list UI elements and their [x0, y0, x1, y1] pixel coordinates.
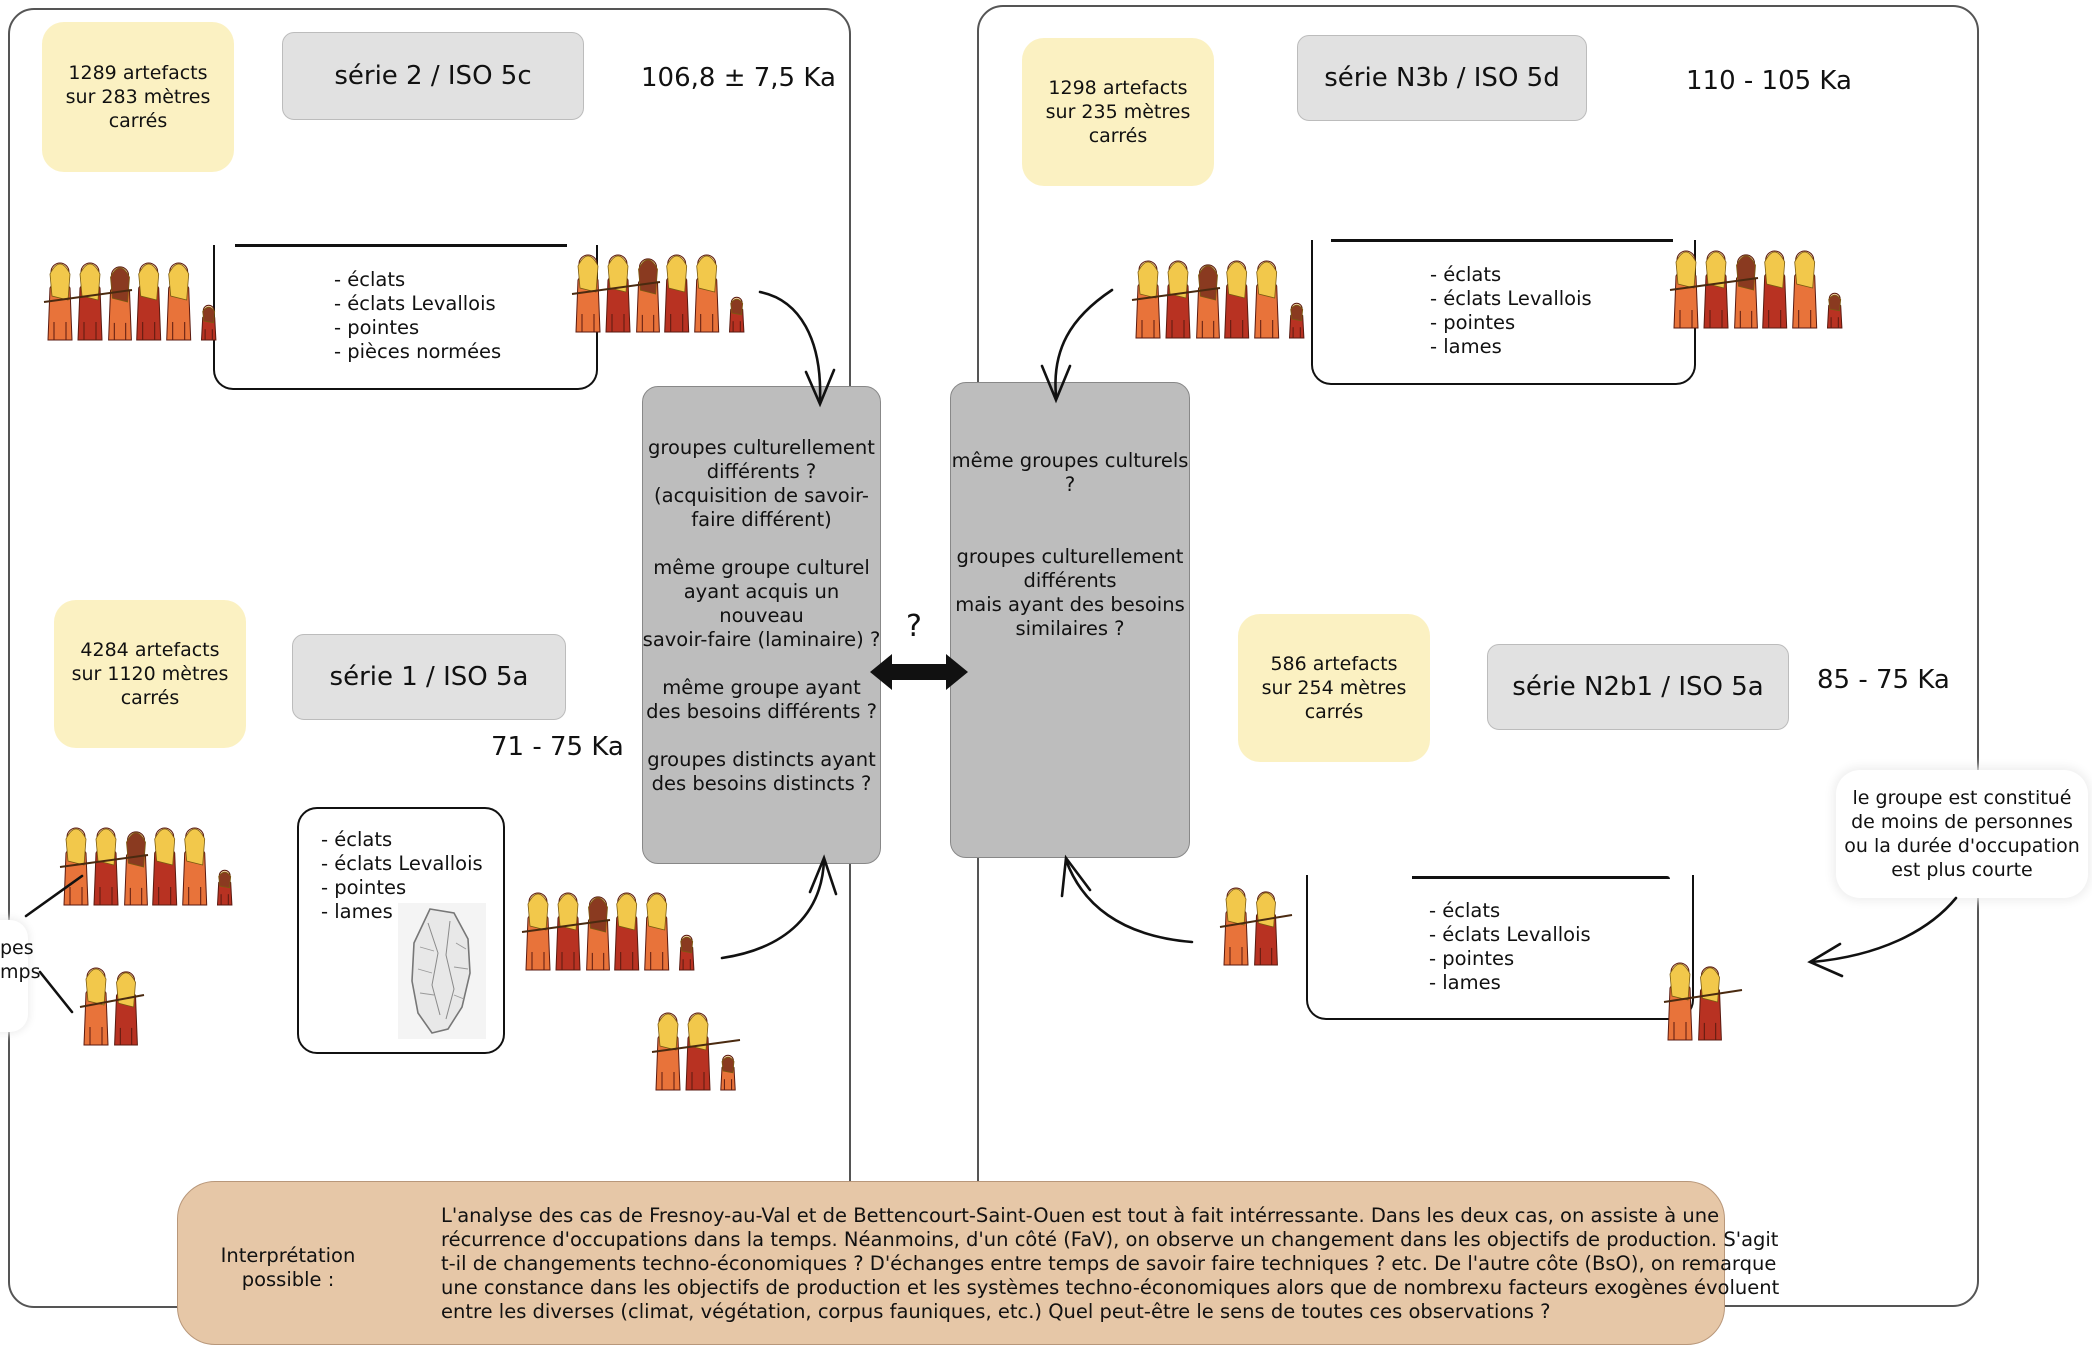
- top-line-right-top: [1331, 239, 1673, 242]
- interpretation-label: Interprétation possible :: [220, 1244, 356, 1291]
- series-label-left-bottom: série 1 / ISO 5a: [292, 634, 566, 720]
- series-label-right-top: série N3b / ISO 5d: [1297, 35, 1587, 121]
- people-group-icon: [1669, 250, 1843, 329]
- artefact-box-left-bottom: [297, 807, 505, 1054]
- list-item: - lames: [1430, 335, 1502, 358]
- list-item: - pointes: [1430, 311, 1516, 334]
- arrow-curve: [1054, 288, 1114, 398]
- item-list-right-bottom: - éclats - éclats Levallois - pointes - …: [1429, 899, 1591, 995]
- hypothesis-box-right: [950, 382, 1190, 858]
- arrow-curve: [758, 290, 822, 402]
- arrow-head: [804, 368, 836, 408]
- list-item: - éclats Levallois: [1429, 923, 1591, 946]
- artefact-count-right-bottom: 586 artefacts sur 254 mètres carrés: [1238, 614, 1430, 762]
- list-item: - pointes: [1429, 947, 1515, 970]
- list-item: - éclats: [321, 828, 393, 851]
- list-item: - éclats: [334, 268, 406, 291]
- arrow-head: [1040, 364, 1072, 404]
- artefact-count-left-bottom: 4284 artefacts sur 1120 mètres carrés: [54, 600, 246, 748]
- list-item: - pointes: [334, 316, 420, 339]
- list-item: - éclats: [1429, 899, 1501, 922]
- list-item: - pièces normées: [334, 340, 502, 363]
- hypotheses-right: même groupes culturels ? groupes culture…: [951, 449, 1189, 640]
- cut-note-left: [0, 920, 28, 1032]
- arrow-head: [1060, 854, 1092, 898]
- people-group-icon: [1131, 260, 1305, 339]
- people-group-icon: [1219, 887, 1293, 966]
- people-group-icon: [1663, 962, 1743, 1041]
- people-group-icon: [43, 262, 217, 341]
- interpretation-line: t-il de changements techno-économiques ?…: [441, 1252, 1777, 1275]
- list-item: - lames: [321, 900, 393, 923]
- stone-tool-icon: [398, 903, 486, 1039]
- cut-note-text: pes mps: [0, 936, 40, 984]
- arrow-head: [808, 854, 838, 896]
- date-right-top: 110 - 105 Ka: [1686, 66, 1852, 96]
- connector-line: [38, 970, 74, 1014]
- interpretation-line: L'analyse des cas de Fresnoy-au-Val et d…: [441, 1204, 1720, 1227]
- list-item: - éclats: [1430, 263, 1502, 286]
- interpretation-text: L'analyse des cas de Fresnoy-au-Val et d…: [441, 1204, 1779, 1324]
- date-left-top: 106,8 ± 7,5 Ka: [641, 63, 836, 93]
- top-line-left-top: [235, 244, 567, 247]
- series-label-right-bottom: série N2b1 / ISO 5a: [1487, 644, 1789, 730]
- artefact-count-left-top: 1289 artefacts sur 283 mètres carrés: [42, 22, 234, 172]
- series-label-left-top: série 2 / ISO 5c: [282, 32, 584, 120]
- item-list-left-top: - éclats - éclats Levallois - pointes - …: [334, 268, 501, 364]
- interpretation-line: une constance dans les objectifs de prod…: [441, 1276, 1780, 1299]
- artefact-count-right-top: 1298 artefacts sur 235 mètres carrés: [1022, 38, 1214, 186]
- interpretation-line: entre les diverses (climat, végétation, …: [441, 1300, 1551, 1323]
- top-line-right-bottom: [1412, 876, 1670, 879]
- date-right-bottom: 85 - 75 Ka: [1817, 665, 1950, 695]
- item-list-right-top: - éclats - éclats Levallois - pointes - …: [1430, 263, 1592, 359]
- people-group-icon: [571, 254, 745, 333]
- list-item: - pointes: [321, 876, 407, 899]
- question-mark: ?: [906, 609, 922, 644]
- date-left-bottom: 71 - 75 Ka: [491, 732, 624, 762]
- artefact-bracket-right-bottom: [1306, 875, 1694, 1020]
- double-arrow-icon: [870, 654, 968, 690]
- people-group-icon: [521, 892, 695, 971]
- interpretation-line: récurrence d'occupations dans la temps. …: [441, 1228, 1779, 1251]
- hypothesis-box-left: [642, 386, 881, 864]
- arrow-curve: [720, 858, 826, 960]
- hypotheses-left: groupes culturellement différents ? (acq…: [642, 436, 881, 795]
- list-item: - lames: [1429, 971, 1501, 994]
- cut-note-fragment: pes: [0, 937, 34, 959]
- cut-note-fragment: mps: [0, 961, 41, 983]
- connector-line: [24, 874, 84, 918]
- item-list-left-bottom: - éclats - éclats Levallois - pointes - …: [321, 828, 483, 924]
- arrow-curve: [1810, 896, 1958, 964]
- arrow-head: [1807, 942, 1844, 978]
- list-item: - éclats Levallois: [1430, 287, 1592, 310]
- list-item: - éclats Levallois: [334, 292, 496, 315]
- arrow-curve: [1064, 858, 1194, 944]
- list-item: - éclats Levallois: [321, 852, 483, 875]
- people-group-icon: [79, 967, 145, 1046]
- people-group-icon: [651, 1012, 741, 1091]
- interpretation-box: [177, 1181, 1725, 1345]
- people-group-icon: [59, 827, 233, 906]
- explanation-note-right: le groupe est constitué de moins de pers…: [1836, 770, 2088, 898]
